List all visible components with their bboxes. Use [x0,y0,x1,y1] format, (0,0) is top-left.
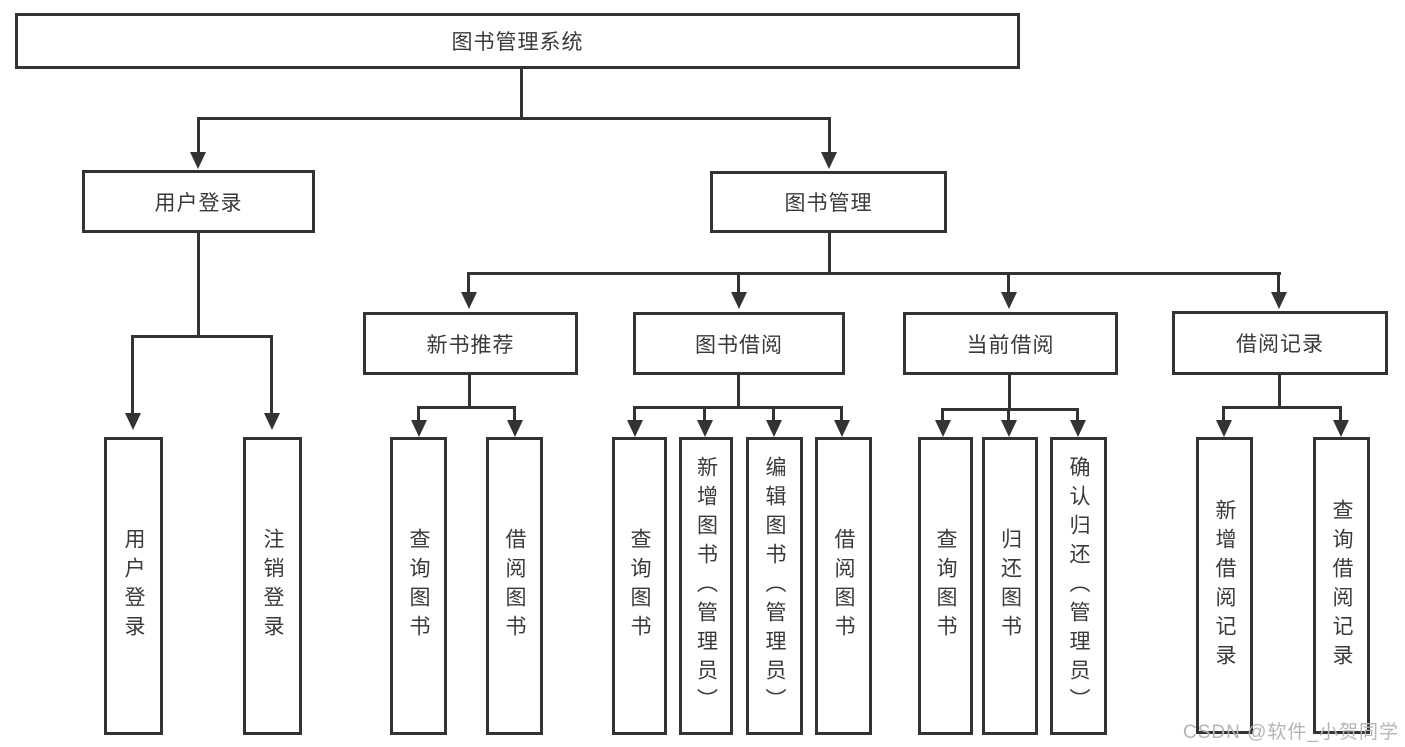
connector-line [1007,408,1010,422]
connector-line [131,335,134,413]
connector-line [1277,272,1280,294]
arrowhead-down [190,152,206,169]
arrowhead-down [1070,420,1086,437]
arrowhead-down [1216,420,1232,437]
node-root: 图书管理系统 [15,13,1020,69]
arrowhead-down [264,413,280,430]
leaf-borrow-books-2-label: 借阅图书 [832,528,855,644]
node-new-book-recommend: 新书推荐 [363,312,578,375]
arrowhead-down [461,292,477,309]
connector-line [270,335,273,413]
connector-line [520,69,523,119]
connector-line [1222,406,1225,422]
node-book-borrowing-label: 图书借阅 [695,333,783,357]
leaf-user-login-label: 用户登录 [122,528,145,644]
node-new-book-recommend-label: 新书推荐 [426,333,515,357]
connector-line [633,406,636,422]
leaf-query-books-3-label: 查询图书 [934,528,957,644]
leaf-borrow-books-1: 借阅图书 [486,437,543,735]
leaf-query-books-2-label: 查询图书 [628,528,651,644]
leaf-return-books: 归还图书 [982,437,1038,735]
node-book-management-label: 图书管理 [784,192,873,215]
leaf-add-borrow-record: 新增借阅记录 [1196,437,1253,734]
node-user-login: 用户登录 [82,170,315,233]
leaf-add-books-admin: 新增图书（管理员） [679,437,733,735]
leaf-confirm-return-admin: 确认归还（管理员） [1050,437,1107,735]
connector-line [197,233,200,337]
leaf-query-books-1: 查询图书 [390,437,447,735]
leaf-query-books-2: 查询图书 [612,437,667,735]
connector-line [131,335,273,338]
leaf-edit-books-admin-label: 编辑图书（管理员） [763,455,786,717]
connector-line [772,406,775,422]
connector-line [417,406,420,422]
leaf-add-borrow-record-label: 新增借阅记录 [1213,498,1236,673]
leaf-user-login: 用户登录 [104,437,163,735]
csdn-watermark: CSDN @软件_小贺同学 [1183,722,1399,743]
leaf-logout: 注销登录 [243,437,302,735]
arrowhead-down [697,420,713,437]
leaf-query-books-1-label: 查询图书 [407,528,430,644]
connector-line [941,408,1079,411]
connector-line [828,117,831,154]
arrowhead-down [731,292,747,309]
arrowhead-down [766,420,782,437]
leaf-add-books-admin-label: 新增图书（管理员） [694,455,718,717]
leaf-query-books-3: 查询图书 [918,437,973,735]
connector-line [1007,272,1010,294]
arrowhead-down [821,152,837,169]
connector-line [467,272,470,294]
arrowhead-down [1001,292,1017,309]
arrowhead-down [507,420,523,437]
connector-line [197,117,200,154]
leaf-borrow-books-2: 借阅图书 [815,437,872,735]
node-book-management: 图书管理 [710,171,947,233]
connector-line [1278,375,1281,408]
arrowhead-down [935,420,951,437]
node-current-borrowing-label: 当前借阅 [966,333,1055,357]
connector-line [1008,375,1011,410]
arrowhead-down [627,420,643,437]
connector-line [468,375,471,408]
leaf-borrow-books-1-label: 借阅图书 [503,528,526,644]
node-borrow-records-label: 借阅记录 [1236,333,1324,356]
node-book-borrowing: 图书借阅 [633,312,845,375]
leaf-return-books-label: 归还图书 [998,528,1022,644]
leaf-edit-books-admin: 编辑图书（管理员） [746,437,803,735]
connector-line [1222,406,1342,409]
connector-line [737,272,740,294]
arrowhead-down [125,413,141,430]
connector-line [840,406,843,422]
arrowhead-down [1001,420,1017,437]
arrowhead-down [834,420,850,437]
leaf-logout-label: 注销登录 [261,528,284,644]
node-borrow-records: 借阅记录 [1172,311,1388,375]
connector-line [197,117,831,120]
connector-line [513,406,516,422]
node-root-label: 图书管理系统 [451,31,584,54]
connector-line [703,406,706,422]
connector-line [737,375,740,408]
leaf-query-borrow-record: 查询借阅记录 [1313,437,1370,734]
arrowhead-down [411,420,427,437]
leaf-confirm-return-admin-label: 确认归还（管理员） [1067,455,1090,717]
connector-line [417,406,516,409]
connector-line [467,272,1281,275]
node-current-borrowing: 当前借阅 [903,312,1118,375]
node-user-login-label: 用户登录 [154,191,243,215]
connector-line [633,406,843,409]
connector-line [941,408,944,422]
connector-line [828,233,831,274]
connector-line [1076,408,1079,422]
arrowhead-down [1271,292,1287,309]
connector-line [1339,406,1342,422]
leaf-query-borrow-record-label: 查询借阅记录 [1330,498,1353,673]
arrowhead-down [1333,420,1349,437]
